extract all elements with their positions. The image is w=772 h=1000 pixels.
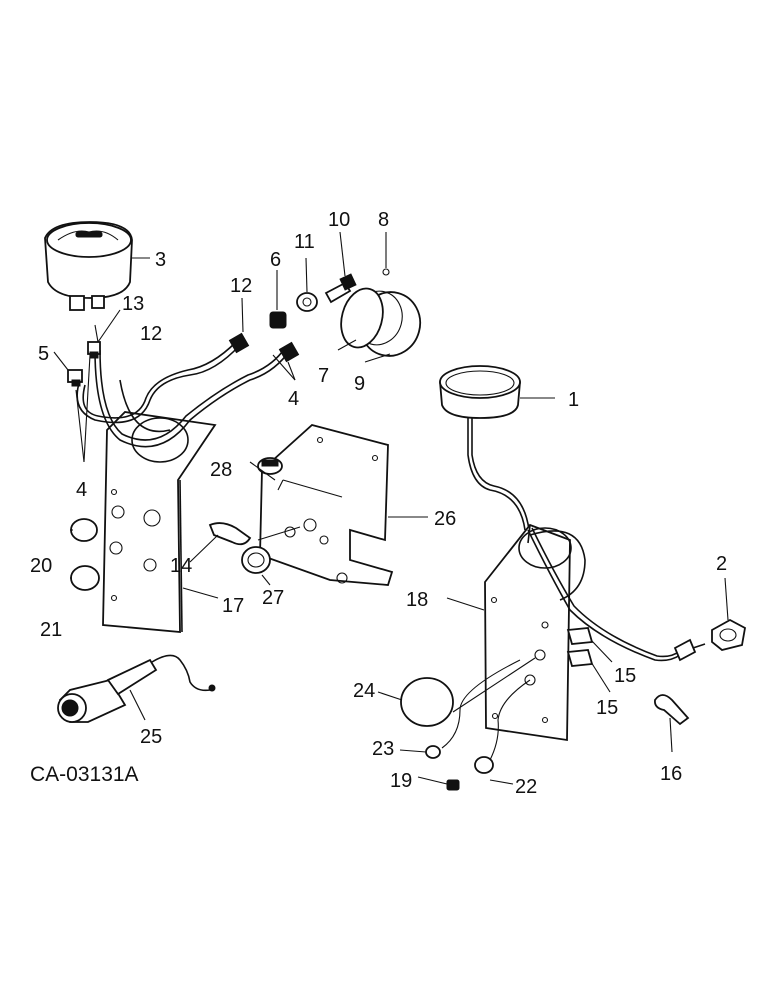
tubes-4 bbox=[76, 341, 291, 448]
terminal-16 bbox=[654, 694, 690, 726]
small-parts-19-22-23 bbox=[425, 745, 494, 791]
callout-16: 16 bbox=[660, 763, 682, 785]
callout-23: 23 bbox=[372, 738, 394, 760]
callout-2: 2 bbox=[716, 553, 727, 575]
callout-25: 25 bbox=[140, 726, 162, 748]
plate-17 bbox=[102, 411, 217, 633]
callout-15a: 15 bbox=[614, 665, 636, 687]
lamp-28 bbox=[257, 457, 283, 475]
plug-24 bbox=[400, 677, 454, 727]
callout-3: 3 bbox=[155, 249, 166, 271]
callout-4b: 4 bbox=[288, 388, 299, 410]
callout-27: 27 bbox=[262, 587, 284, 609]
callout-19: 19 bbox=[390, 770, 412, 792]
plugs-20-21 bbox=[70, 518, 100, 591]
callout-6: 6 bbox=[270, 249, 281, 271]
callout-4a: 4 bbox=[76, 479, 87, 501]
callout-11: 11 bbox=[294, 231, 315, 253]
clip-14 bbox=[208, 522, 252, 546]
callout-26: 26 bbox=[434, 508, 456, 530]
plate-18 bbox=[484, 523, 572, 742]
callout-14: 14 bbox=[170, 555, 192, 577]
callout-12b: 12 bbox=[140, 323, 162, 345]
gauge-1 bbox=[439, 365, 530, 531]
cable-2 bbox=[527, 527, 746, 662]
callout-12a: 12 bbox=[230, 275, 252, 297]
callout-labels: 1 2 3 4 4 5 6 7 8 9 10 11 12 12 13 14 15… bbox=[30, 209, 727, 798]
callout-21: 21 bbox=[40, 619, 62, 641]
rings-7-9 bbox=[340, 287, 422, 357]
callout-28: 28 bbox=[210, 459, 232, 481]
switch-25 bbox=[57, 654, 216, 723]
callout-5: 5 bbox=[38, 343, 49, 365]
leader-lines bbox=[53, 231, 729, 785]
callout-22: 22 bbox=[515, 776, 537, 798]
fittings-5-13 bbox=[67, 332, 300, 387]
callout-1: 1 bbox=[568, 389, 579, 411]
callout-8: 8 bbox=[378, 209, 389, 231]
diagram-caption: CA-03131A bbox=[30, 763, 139, 786]
callout-18: 18 bbox=[406, 589, 428, 611]
callout-13: 13 bbox=[122, 293, 144, 315]
callout-9: 9 bbox=[354, 373, 365, 395]
callout-17: 17 bbox=[222, 595, 244, 617]
callout-15b: 15 bbox=[596, 697, 618, 719]
callout-10: 10 bbox=[328, 209, 350, 231]
callout-24: 24 bbox=[353, 680, 375, 702]
clips-15 bbox=[566, 627, 594, 667]
callout-7: 7 bbox=[318, 365, 329, 387]
cap-27 bbox=[241, 546, 271, 574]
gauge-3 bbox=[44, 221, 133, 311]
bracket-26 bbox=[259, 424, 394, 586]
callout-20: 20 bbox=[30, 555, 52, 577]
fasteners-6-11-10-8 bbox=[269, 268, 390, 329]
